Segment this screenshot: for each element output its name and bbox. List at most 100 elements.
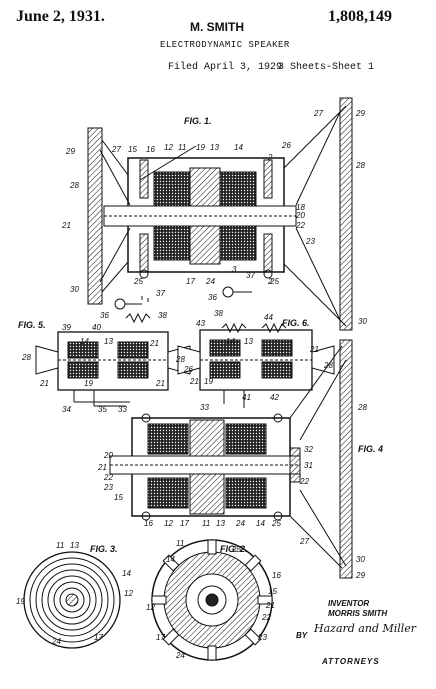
ref-39: 39 — [62, 323, 71, 332]
ref-17-fig4: 17 — [180, 519, 189, 528]
sheet-count: 3 Sheets-Sheet 1 — [278, 62, 375, 73]
ref-33: 33 — [118, 405, 127, 414]
ref-11-fig2: 11 — [176, 539, 184, 548]
ref-19-fig6: 19 — [204, 377, 213, 386]
ref-37: 37 — [156, 289, 165, 298]
ref-12-fig3: 12 — [124, 589, 133, 598]
ref-30-right: 30 — [358, 317, 367, 326]
ref-33-fig6: 33 — [200, 403, 209, 412]
fig3-drawing — [23, 551, 121, 649]
ref-23-fig4: 23 — [103, 483, 113, 492]
ref-26-fig6: 26 — [183, 365, 193, 374]
ref-32: 32 — [304, 445, 313, 454]
ref-12: 12 — [164, 143, 173, 152]
ref-19-fig5: 19 — [84, 379, 93, 388]
ref-13-fig5: 13 — [104, 337, 113, 346]
fig4-label: FIG. 4 — [358, 444, 383, 454]
ref-41: 41 — [242, 393, 251, 402]
ref-22-fig4-right: 22 — [299, 477, 309, 486]
ref-16-fig4: 16 — [144, 519, 153, 528]
by-label: BY — [296, 631, 308, 640]
ref-18: 18 — [296, 203, 305, 212]
ref-20: 20 — [295, 211, 305, 220]
filed-date: Filed April 3, 1929 — [168, 62, 283, 73]
fig6-label: FIG. 6. — [282, 318, 310, 328]
ref-13-fig3: 13 — [70, 541, 79, 550]
ref-12-fig2: 12 — [146, 603, 155, 612]
fig6-drawing — [177, 322, 335, 408]
fig4-drawing — [109, 339, 353, 579]
ref-15-fig4: 15 — [114, 493, 123, 502]
ref-30: 30 — [70, 285, 79, 294]
fig5-drawing — [35, 331, 191, 407]
ref-25-fig2: 25 — [231, 545, 241, 554]
fig1-drawing — [87, 97, 353, 331]
ref-21-fig6: 21 — [309, 345, 319, 354]
ref-17: 17 — [186, 277, 195, 286]
ref-21-fig5: 21 — [149, 339, 159, 348]
ref-28-fig6: 28 — [175, 355, 185, 364]
ref-40: 40 — [92, 323, 101, 332]
ref-17-fig3: 17 — [94, 633, 103, 642]
ref-24-fig2: 24 — [175, 651, 185, 660]
ref-21-fig2: 21 — [265, 601, 275, 610]
ref-21: 21 — [61, 221, 71, 230]
ref-13-fig4: 13 — [216, 519, 225, 528]
fig2-drawing — [151, 539, 273, 661]
ref-37-right: 37 — [246, 271, 255, 280]
ref-14-fig3: 14 — [122, 569, 131, 578]
ref-13: 13 — [210, 143, 219, 152]
ref-21-fig4: 21 — [97, 463, 107, 472]
ref-14: 14 — [234, 143, 243, 152]
ref-44: 44 — [264, 313, 273, 322]
ref-14-fig5: 14 — [80, 337, 89, 346]
patent-title: ELECTRODYNAMIC SPEAKER — [160, 40, 290, 50]
ref-26: 26 — [281, 141, 291, 150]
ref-38-right: 38 — [214, 309, 223, 318]
attorney-signature: Hazard and Miller — [314, 622, 417, 635]
ref-27-fig4: 27 — [299, 537, 309, 546]
ref-14-fig6: 14 — [226, 337, 235, 346]
inventor-block: INVENTOR MORRIS SMITH — [328, 599, 387, 619]
patent-date: June 2, 1931. — [16, 8, 105, 25]
ref-29: 29 — [65, 147, 75, 156]
patent-number: 1,808,149 — [328, 8, 392, 25]
ref-31: 31 — [304, 461, 313, 470]
ref-15: 15 — [128, 145, 137, 154]
ref-11-fig4: 11 — [202, 519, 210, 528]
ref-22: 22 — [295, 221, 305, 230]
ref-27-right: 27 — [313, 109, 323, 118]
ref-24-fig3: 24 — [51, 637, 61, 646]
ref-14-fig2: 14 — [166, 555, 175, 564]
fig3-label: FIG. 3. — [90, 544, 118, 554]
ref-29-right: 29 — [355, 109, 365, 118]
ref-28-fig4: 28 — [357, 403, 367, 412]
ref-2-top: 2 — [267, 153, 273, 162]
ref-11: 11 — [178, 143, 186, 152]
ref-20-fig4: 20 — [103, 451, 113, 460]
inventor-header: M. SMITH — [190, 20, 244, 34]
ref-35: 35 — [98, 405, 107, 414]
ref-21-fig6-b: 21 — [189, 377, 199, 386]
ref-13-fig6: 13 — [244, 337, 253, 346]
fig1-label: FIG. 1. — [184, 116, 212, 126]
ref-19: 19 — [196, 143, 205, 152]
ref-43: 43 — [196, 319, 205, 328]
ref-25: 25 — [133, 277, 143, 286]
ref-17-fig2: 17 — [156, 633, 165, 642]
ref-16: 16 — [146, 145, 155, 154]
ref-28-fig6-right: 28 — [323, 361, 333, 370]
ref-22-fig2: 22 — [261, 613, 271, 622]
ref-19-fig3: 19 — [16, 597, 25, 606]
ref-28-right: 28 — [355, 161, 365, 170]
ref-29-fig4: 29 — [355, 571, 365, 580]
fig2-label: FIG. 2. — [220, 544, 248, 554]
ref-25-fig4: 25 — [271, 519, 281, 528]
ref-12-fig4: 12 — [164, 519, 173, 528]
ref-2-bottom: 2 — [267, 277, 273, 286]
ref-21-fig5-c: 21 — [155, 379, 165, 388]
ref-36: 36 — [100, 311, 109, 320]
ref-16-fig2: 16 — [272, 571, 281, 580]
inventor-full-name: MORRIS SMITH — [328, 609, 388, 618]
